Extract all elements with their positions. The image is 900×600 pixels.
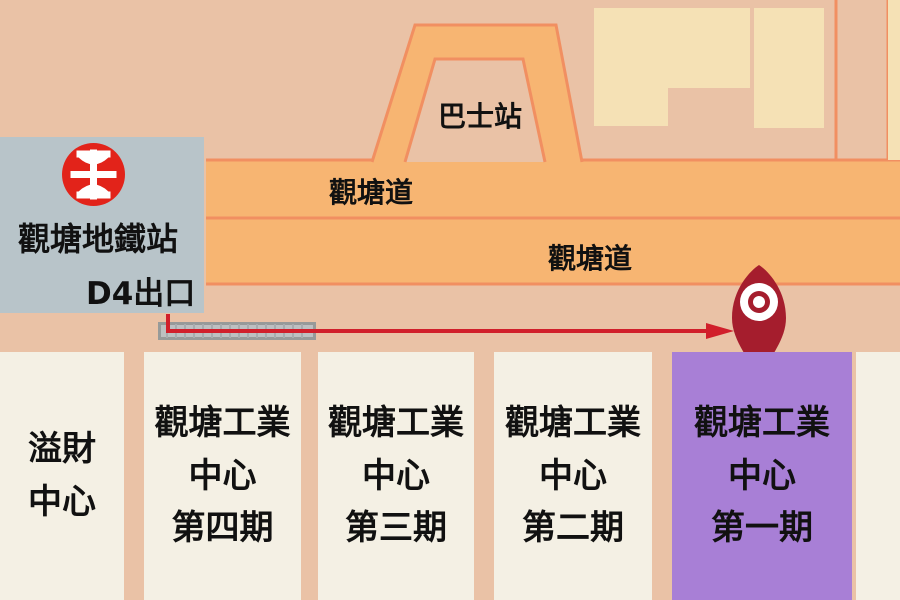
road-label-upper: 觀塘道 bbox=[329, 176, 414, 209]
mtr-icon bbox=[62, 143, 125, 206]
bus-station-label: 巴士站 bbox=[438, 100, 523, 133]
top-building-a bbox=[594, 8, 668, 126]
building-6-shape bbox=[856, 352, 900, 600]
top-building-c bbox=[754, 8, 824, 128]
road-label-lower: 觀塘道 bbox=[548, 242, 633, 275]
mtr-icon-svg bbox=[70, 149, 117, 200]
top-building-d bbox=[888, 0, 900, 160]
building-label-4: 觀塘工業 中心 第二期 bbox=[494, 352, 652, 600]
route-arrow-icon bbox=[706, 323, 734, 339]
top-building-b bbox=[664, 8, 750, 88]
road-lower-band bbox=[206, 218, 900, 284]
building-label-5: 觀塘工業 中心 第一期 bbox=[672, 352, 852, 600]
road-upper-band bbox=[206, 160, 900, 218]
route-line bbox=[166, 314, 706, 333]
station-name-label: 觀塘地鐵站 bbox=[18, 220, 179, 258]
bus-loop-inner bbox=[403, 57, 547, 163]
building-label-3: 觀塘工業 中心 第三期 bbox=[318, 352, 474, 600]
station-exit-label: D4出口 bbox=[86, 276, 196, 312]
building-label-1: 溢財 中心 bbox=[0, 352, 124, 600]
building-label-2: 觀塘工業 中心 第四期 bbox=[144, 352, 301, 600]
